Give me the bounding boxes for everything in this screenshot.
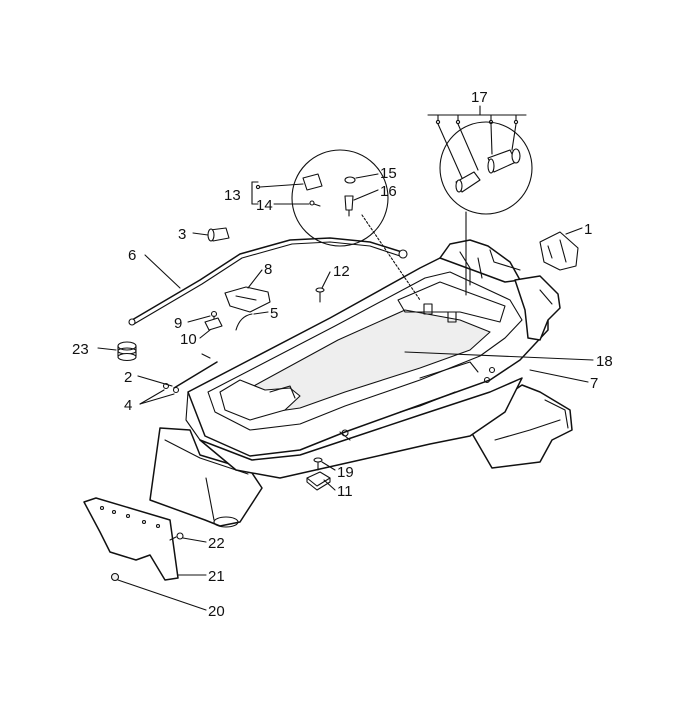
- callout-2: 2: [124, 369, 132, 386]
- callout-18: 18: [596, 353, 613, 370]
- callout-7: 7: [590, 375, 598, 392]
- callout-21: 21: [208, 568, 225, 585]
- storage-tub: [149, 239, 573, 528]
- callout-6: 6: [128, 247, 136, 264]
- callout-19: 19: [337, 464, 354, 481]
- callout-20: 20: [208, 603, 225, 620]
- part-9-10-fastener: [204, 310, 223, 331]
- part-1-latch: [539, 231, 579, 271]
- callout-11: 11: [337, 483, 353, 500]
- callout-12: 12: [333, 263, 350, 280]
- callout-10: 10: [180, 331, 197, 348]
- callout-labels: 1 2 3 4 5 6 7 8 9 10 11 12 13 14 15 16 1…: [72, 89, 613, 620]
- callout-16: 16: [380, 183, 397, 200]
- callout-3: 3: [178, 226, 186, 243]
- part-6-rod: [128, 237, 408, 326]
- part-19-11-pad: [306, 457, 331, 491]
- detail-circle-right: [439, 121, 533, 296]
- part-8-bracket: [224, 286, 271, 313]
- part-21-plate: [83, 497, 179, 581]
- callout-13: 13: [224, 187, 241, 204]
- callout-1: 1: [584, 221, 592, 238]
- callout-4: 4: [124, 397, 132, 414]
- callout-23: 23: [72, 341, 89, 358]
- callout-9: 9: [174, 315, 182, 332]
- callout-8: 8: [264, 261, 272, 278]
- callout-15: 15: [380, 165, 397, 182]
- part-23-grommet: [117, 341, 137, 362]
- part-3-cap: [207, 227, 230, 242]
- callout-22: 22: [208, 535, 225, 552]
- callout-17: 17: [471, 89, 488, 106]
- part-5-clip: [235, 313, 253, 331]
- callout-5: 5: [270, 305, 278, 322]
- part-2-4-hinge: [162, 353, 218, 394]
- detail-circle-left: [291, 149, 421, 301]
- part-22-20-hardware: [110, 532, 184, 582]
- part-12-bolt: [315, 287, 325, 303]
- leader-lines: [97, 105, 594, 611]
- callout-14: 14: [256, 197, 273, 214]
